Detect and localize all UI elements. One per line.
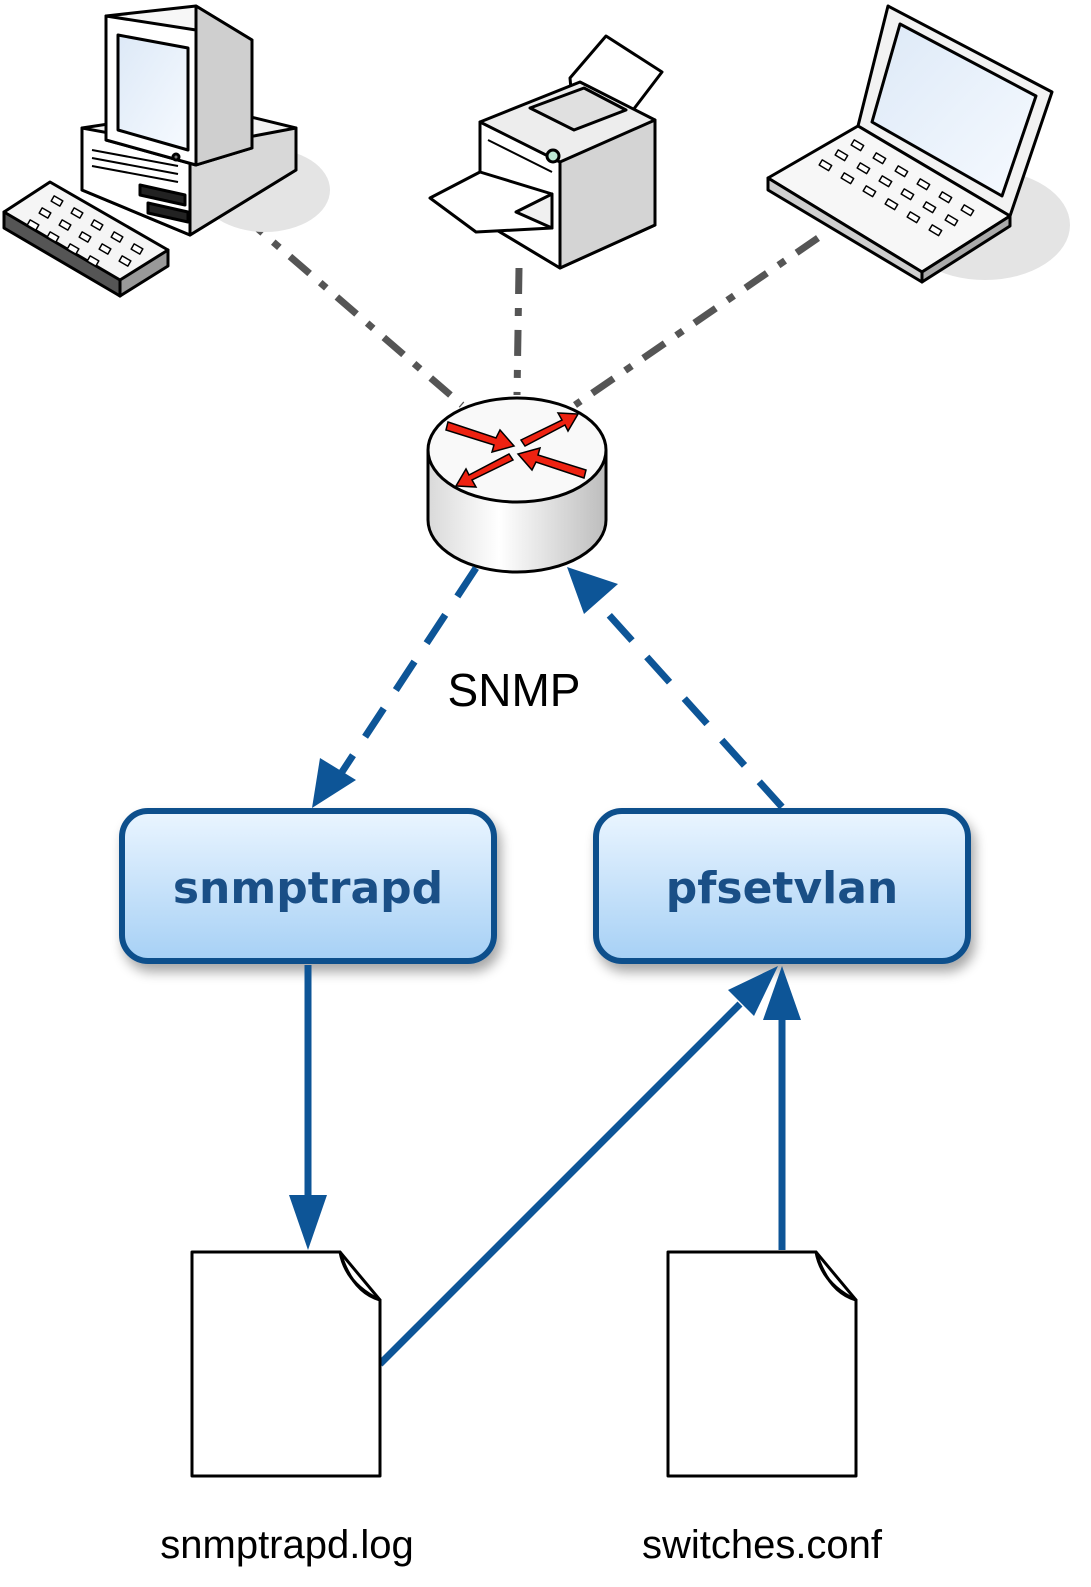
snmp-trap-arrowhead xyxy=(312,758,356,808)
protocol-label: SNMP xyxy=(448,664,581,716)
desktop-computer-icon xyxy=(2,4,330,298)
write-log-arrowhead xyxy=(289,1195,327,1250)
process-pfsetvlan xyxy=(593,808,971,964)
process-pfsetvlan-label: pfsetvlan xyxy=(666,863,898,914)
process-snmptrapd xyxy=(119,808,497,964)
file-log-label: snmptrapd.log xyxy=(160,1523,413,1567)
device-links xyxy=(240,213,820,408)
link-desktop-router xyxy=(240,213,465,408)
read-config-arrowhead xyxy=(763,966,801,1020)
file-flows xyxy=(304,965,786,1367)
link-printer-router xyxy=(513,267,523,396)
file-config-label: switches.conf xyxy=(642,1523,883,1567)
read-log-arrowhead xyxy=(728,966,778,1016)
printer-icon xyxy=(428,34,664,270)
snmp-trap-flow xyxy=(337,566,479,777)
router-arrows-icon xyxy=(445,412,587,488)
process-snmptrapd-label: snmptrapd xyxy=(173,863,443,914)
router-icon xyxy=(426,396,608,574)
snmp-flows xyxy=(312,566,785,810)
document-icon xyxy=(190,1250,382,1478)
read-log-flow xyxy=(377,1001,743,1367)
document-icon xyxy=(666,1250,858,1478)
snmp-set-flow xyxy=(597,602,785,810)
link-laptop-router xyxy=(573,235,820,408)
laptop-icon xyxy=(766,4,1070,284)
snmp-set-arrowhead xyxy=(567,567,618,614)
